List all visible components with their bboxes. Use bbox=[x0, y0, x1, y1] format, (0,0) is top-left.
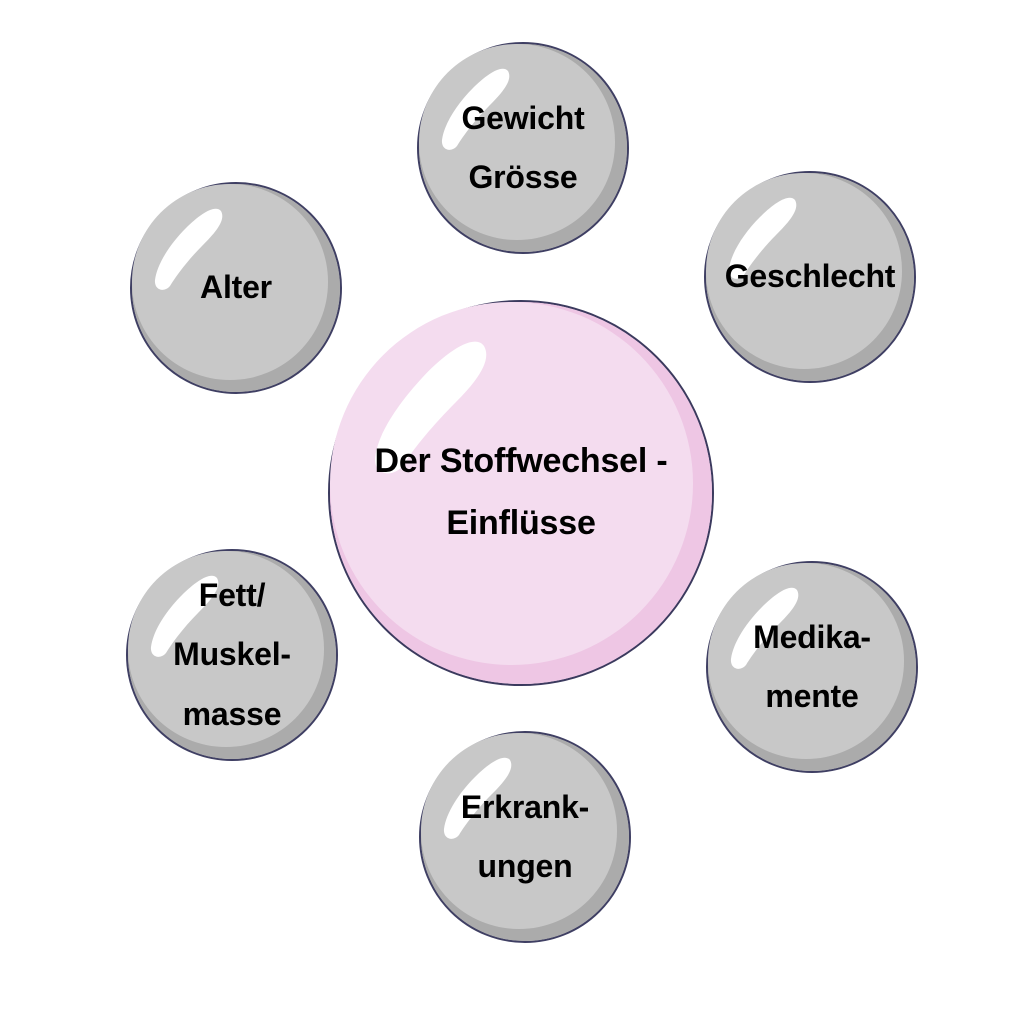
bubble-label-erkrankungen: Erkrank- ungen bbox=[461, 778, 589, 896]
bubble-label-line: masse bbox=[182, 695, 282, 732]
bubble-label-line: Grösse bbox=[468, 159, 578, 195]
bubble-label-medikamente: Medika- mente bbox=[753, 608, 871, 726]
bubble-label-line: Geschlecht bbox=[724, 258, 896, 295]
bubble-label-line: Medika- bbox=[753, 618, 871, 655]
bubble-label-line: Gewicht bbox=[461, 99, 585, 136]
bubble-medikamente[interactable]: Medika- mente bbox=[706, 561, 918, 773]
bubble-label-gewicht-groesse: Gewicht Grösse bbox=[461, 89, 584, 207]
bubble-label-line: Muskel- bbox=[173, 636, 291, 673]
bubble-geschlecht[interactable]: Geschlecht bbox=[704, 171, 916, 383]
bubble-label-line: mente bbox=[765, 678, 859, 714]
bubble-label-line: Erkrank- bbox=[460, 788, 590, 825]
bubble-label-fett-muskelmasse: Fett/ Muskel- masse bbox=[173, 566, 291, 744]
bubble-gewicht-groesse[interactable]: Gewicht Grösse bbox=[417, 42, 629, 254]
bubble-label-geschlecht: Geschlecht bbox=[725, 256, 896, 298]
bubble-label-line: Einflüsse bbox=[446, 504, 596, 542]
bubble-label-line: ungen bbox=[477, 848, 573, 884]
bubble-label-line: Der Stoffwechsel - bbox=[374, 442, 668, 481]
bubble-label-center: Der Stoffwechsel - Einflüsse bbox=[374, 431, 667, 555]
bubble-center-stoffwechsel[interactable]: Der Stoffwechsel - Einflüsse bbox=[328, 300, 714, 686]
bubble-label-alter: Alter bbox=[200, 267, 272, 309]
bubble-label-line: Alter bbox=[200, 269, 272, 306]
bubble-fett-muskelmasse[interactable]: Fett/ Muskel- masse bbox=[126, 549, 338, 761]
bubble-erkrankungen[interactable]: Erkrank- ungen bbox=[419, 731, 631, 943]
bubble-label-line: Fett/ bbox=[198, 577, 266, 614]
bubble-alter[interactable]: Alter bbox=[130, 182, 342, 394]
